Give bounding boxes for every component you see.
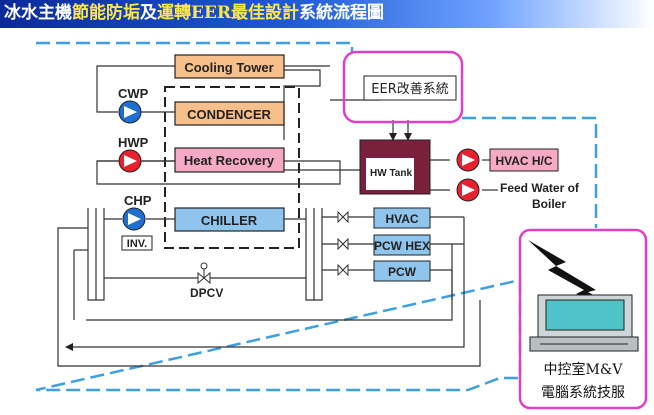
chiller-box — [174, 207, 285, 232]
heat-recovery-box — [174, 147, 285, 173]
hvac-hc-pump-icon — [456, 148, 480, 172]
pcw-hex-label: PCW HEX — [374, 239, 430, 253]
chiller-label: CHILLER — [201, 213, 258, 228]
dpcv-label: DPCV — [190, 286, 223, 300]
title-part-3: 及 — [140, 3, 157, 23]
cooling-tower-label: Cooling Tower — [184, 60, 273, 75]
pcw-hex-box — [373, 234, 431, 256]
lightning-icon — [528, 240, 606, 302]
title-part-2: 節能防垢 — [72, 3, 140, 23]
hwp-pump-icon — [118, 149, 142, 173]
title-part-1: 冰水主機 — [4, 3, 72, 23]
chp-pump-icon — [122, 207, 146, 231]
cwp-label: CWP — [118, 86, 149, 101]
hvac-hc-label: HVAC H/C — [495, 154, 552, 168]
pcw-box — [373, 260, 431, 282]
eer-system-label: EER改善系統 — [371, 81, 448, 97]
title-bar: 冰水主機節能防垢及運轉EER最佳設計系統流程圖 — [0, 0, 654, 28]
feed-water-pump-icon — [456, 178, 480, 202]
heat-recovery-label: Heat Recovery — [184, 153, 275, 168]
inv-label: INV. — [127, 238, 147, 250]
hwp-label: HWP — [118, 135, 149, 150]
hvac-label: HVAC — [385, 212, 418, 226]
eer-system-box — [363, 75, 457, 101]
title-part-5: 系統流程圖 — [299, 3, 385, 23]
cooling-tower-box — [174, 54, 285, 79]
eer-system-frame — [342, 50, 464, 124]
control-room-line1: 中控室M&V — [544, 361, 624, 378]
chiller-condenser-dashed-box — [164, 86, 300, 249]
control-room-frame — [518, 228, 648, 410]
hw-tank-inner — [366, 158, 414, 190]
page-title: 冰水主機節能防垢及運轉EER最佳設計系統流程圖 — [4, 2, 384, 24]
chp-label: CHP — [124, 193, 152, 208]
hvac-hc-box — [489, 148, 559, 172]
computer-icon — [529, 294, 639, 352]
cwp-pump-icon — [118, 100, 142, 124]
valve-icon — [197, 210, 349, 285]
hw-tank-label: HW Tank — [370, 168, 412, 179]
feed-water-label-line2: Boiler — [532, 197, 566, 211]
condencer-label: CONDENCER — [187, 107, 271, 122]
condencer-box — [174, 101, 285, 126]
inv-box — [121, 235, 153, 251]
control-room-line2: 電腦系統技服 — [541, 385, 625, 401]
feed-water-label-line1: Feed Water of — [500, 181, 580, 195]
title-part-4: 運轉EER最佳設計 — [157, 3, 300, 23]
hvac-box — [373, 207, 431, 229]
pcw-label: PCW — [388, 265, 417, 279]
